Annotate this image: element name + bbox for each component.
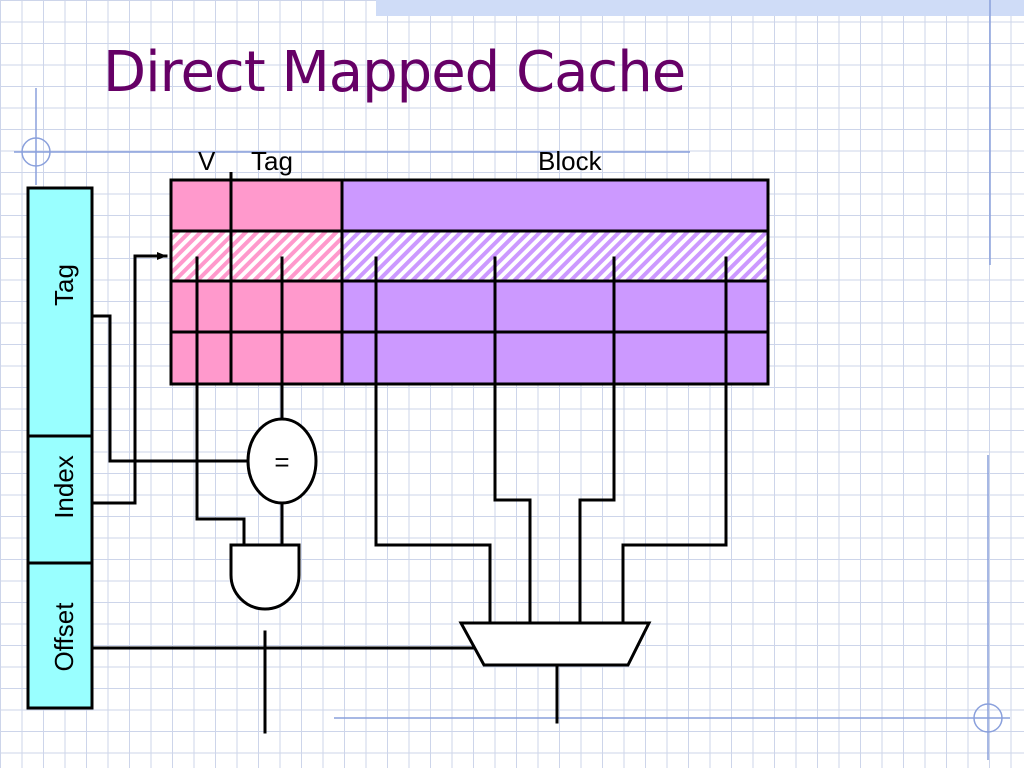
decorative-guides xyxy=(14,0,1010,760)
wires xyxy=(90,252,728,734)
tag-column-label: Tag xyxy=(251,146,293,176)
multiplexer xyxy=(458,621,652,667)
selected-row-block xyxy=(342,231,768,281)
slide-title: Direct Mapped Cache xyxy=(103,40,686,105)
accent-bar xyxy=(376,0,1024,16)
selected-row-tag xyxy=(171,231,342,281)
address-register: Tag Index Offset xyxy=(26,186,94,710)
address-field-offset: Offset xyxy=(49,602,79,672)
comparator-symbol: = xyxy=(274,447,289,477)
comparator: = xyxy=(246,417,318,505)
cache-table xyxy=(169,172,770,386)
address-field-index: Index xyxy=(49,455,79,519)
block-column-label: Block xyxy=(538,146,603,176)
valid-column-label: V xyxy=(198,146,216,176)
address-field-tag: Tag xyxy=(49,264,79,306)
and-gate xyxy=(229,543,301,611)
